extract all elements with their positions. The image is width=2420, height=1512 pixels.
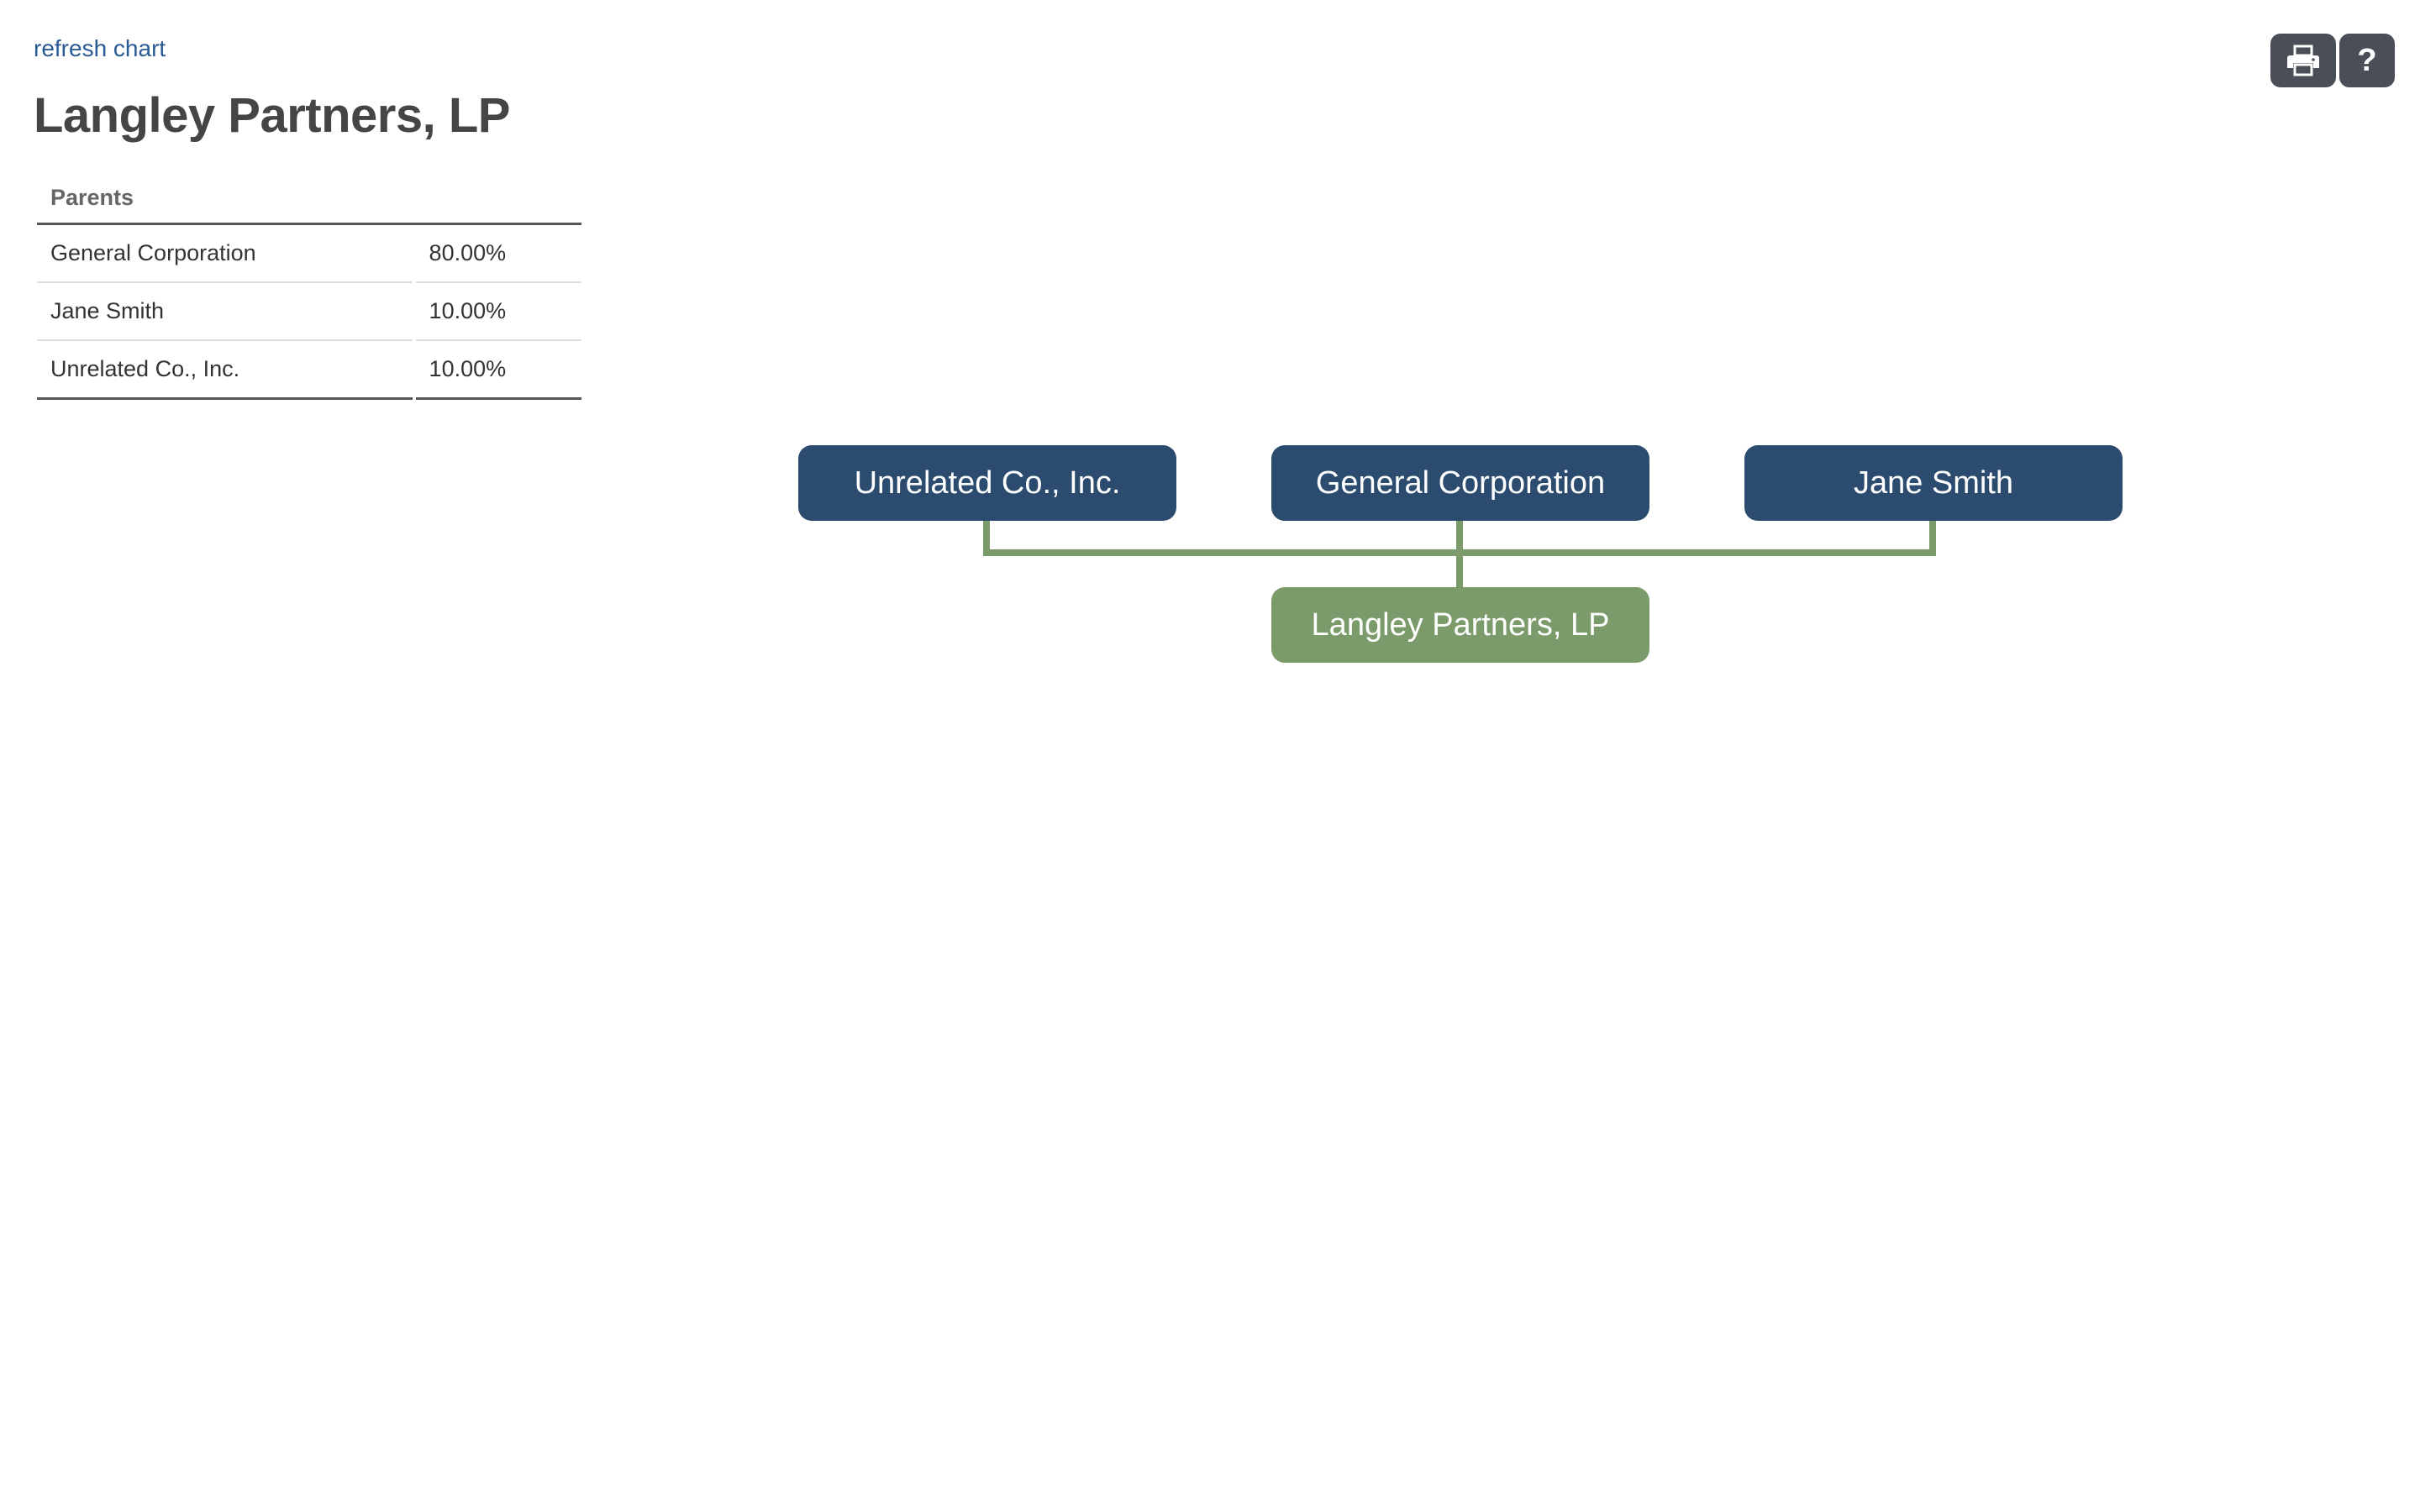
refresh-chart-link[interactable]: refresh chart [34,35,166,61]
connector-line [1929,521,1936,556]
parent-node-unrelated-co[interactable]: Unrelated Co., Inc. [798,445,1176,521]
parent-node-jane-smith[interactable]: Jane Smith [1744,445,2123,521]
parent-name-cell: Jane Smith [37,283,413,341]
table-row: General Corporation 80.00% [37,225,581,283]
entity-node-langley-partners[interactable]: Langley Partners, LP [1271,587,1649,663]
help-icon: ? [2357,43,2377,78]
parents-table-header-row: Parents [37,171,581,225]
parent-node-general-corporation[interactable]: General Corporation [1271,445,1649,521]
parent-percent-cell: 10.00% [415,283,581,341]
help-button[interactable]: ? [2339,34,2395,87]
connector-line [983,549,1936,556]
page-title: Langley Partners, LP [34,88,510,143]
parents-column-header: Parents [37,171,581,225]
toolbar: ? [2270,34,2395,87]
parents-table: Parents General Corporation 80.00% Jane … [34,171,585,400]
print-icon [2287,45,2319,76]
parent-percent-cell: 10.00% [415,341,581,400]
table-row: Unrelated Co., Inc. 10.00% [37,341,581,400]
connector-line [983,521,990,556]
parent-percent-cell: 80.00% [415,225,581,283]
connector-line [1456,521,1463,587]
parent-name-cell: Unrelated Co., Inc. [37,341,413,400]
print-button[interactable] [2270,34,2336,87]
table-row: Jane Smith 10.00% [37,283,581,341]
parent-name-cell: General Corporation [37,225,413,283]
